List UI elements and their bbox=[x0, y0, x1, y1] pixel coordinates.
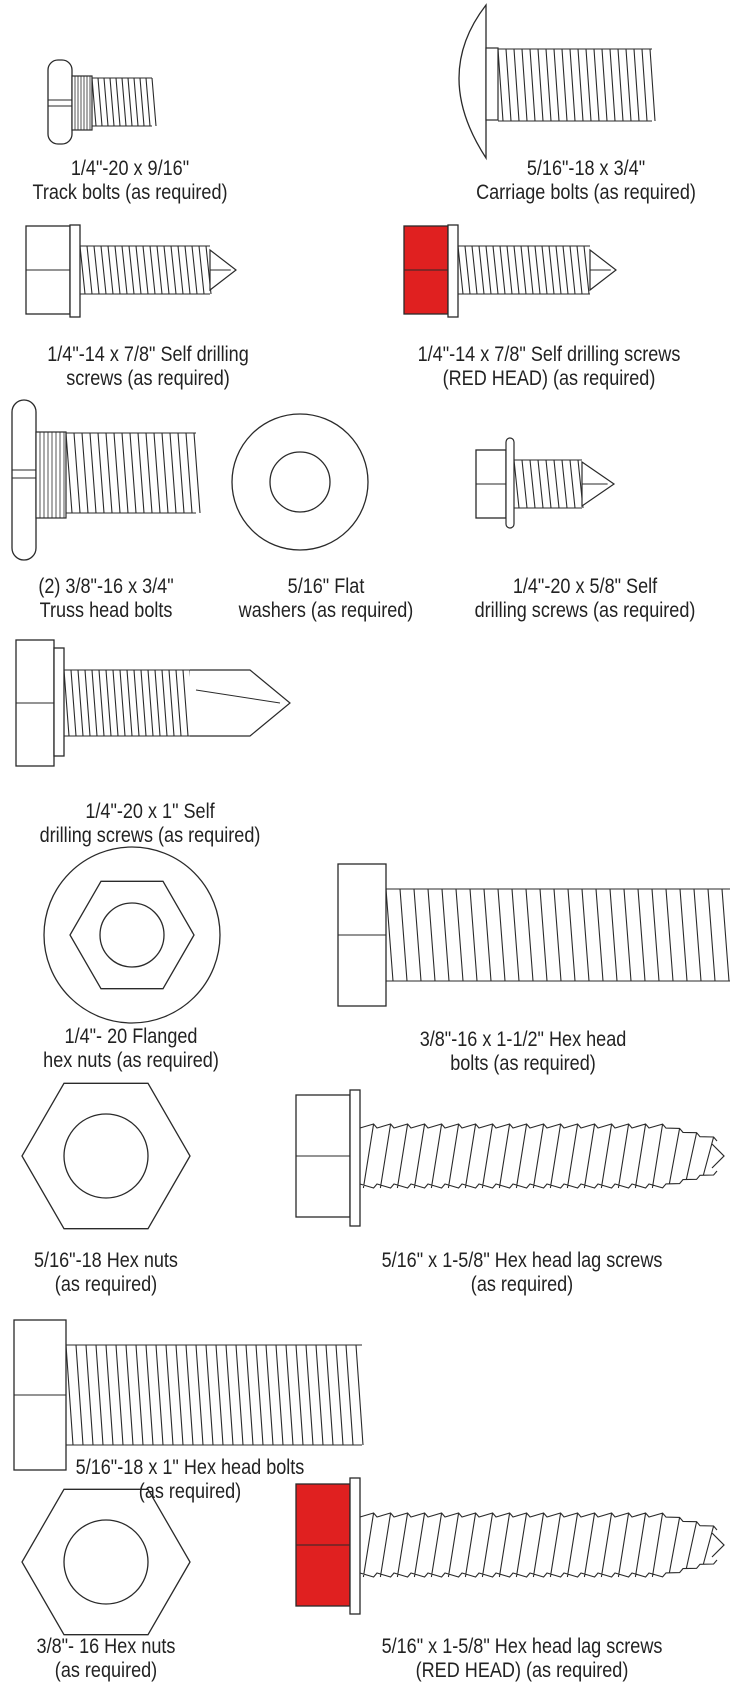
drill-flute bbox=[195, 689, 281, 704]
caption-line-2: screws (as required) bbox=[66, 367, 230, 390]
self-drilling-screw-small-icon bbox=[475, 437, 616, 529]
thread-lines bbox=[513, 459, 584, 509]
caption-line-2: (as required) bbox=[54, 1273, 158, 1296]
caption-line-2: drilling screws (as required) bbox=[474, 599, 696, 622]
caption-line-2: (as required) bbox=[54, 1659, 158, 1682]
washer-flange bbox=[447, 224, 459, 318]
caption-line-1: 1/4"-20 x 5/8" Self bbox=[512, 575, 658, 598]
caption-line-1: 5/16"-18 Hex nuts bbox=[34, 1249, 178, 1272]
hex-nut-large-icon bbox=[21, 1488, 191, 1636]
neck bbox=[35, 431, 67, 519]
caption-line-2: drilling screws (as required) bbox=[39, 824, 261, 847]
caption-line-1: (2) 3/8"-16 x 3/4" bbox=[38, 575, 174, 598]
caption-carriage-bolts: 5/16"-18 x 3/4" Carriage bolts (as requi… bbox=[460, 157, 711, 205]
caption-line-2: Carriage bolts (as required) bbox=[476, 181, 696, 204]
truss-head bbox=[11, 399, 37, 561]
caption-line-2: Track bolts (as required) bbox=[32, 181, 228, 204]
washer-flange bbox=[53, 647, 65, 757]
caption-flat-washers: 5/16" Flat washers (as required) bbox=[225, 575, 428, 623]
self-drilling-screw-long-icon bbox=[15, 639, 291, 767]
hex-head-bolt-long-icon bbox=[337, 863, 730, 1007]
washer-flange bbox=[349, 1477, 361, 1615]
caption-hex-head-bolts: 5/16"-18 x 1" Hex head bolts (as require… bbox=[44, 1456, 336, 1504]
caption-self-drilling-screws-small: 1/4"-20 x 5/8" Self drilling screws (as … bbox=[459, 575, 712, 623]
hex-head-lag-screw-icon bbox=[295, 1089, 725, 1227]
lag-point bbox=[711, 1532, 725, 1558]
washer-hole bbox=[269, 451, 331, 513]
lag-thread bbox=[359, 1123, 718, 1189]
caption-truss-head-bolts: (2) 3/8"-16 x 3/4" Truss head bolts bbox=[15, 575, 197, 623]
caption-line-1: 1/4"-14 x 7/8" Self drilling screws bbox=[417, 343, 681, 366]
caption-line-1: 1/4"-20 x 9/16" bbox=[70, 157, 190, 180]
drill-tip bbox=[190, 669, 291, 737]
nut-hole bbox=[63, 1519, 149, 1605]
caption-self-drilling-screws: 1/4"-14 x 7/8" Self drilling screws (as … bbox=[21, 343, 276, 391]
caption-red-head-lag-screws: 5/16" x 1-5/8" Hex head lag screws (RED … bbox=[345, 1635, 699, 1683]
caption-line-2: Truss head bolts bbox=[39, 599, 173, 622]
caption-hex-nuts-large: 3/8"- 16 Hex nuts (as required) bbox=[15, 1635, 197, 1683]
caption-line-1: 5/16"-18 x 1" Hex head bolts bbox=[75, 1456, 305, 1479]
caption-line-2: (as required) bbox=[138, 1480, 242, 1503]
flanged-hex-nut-icon bbox=[43, 846, 221, 1024]
slot bbox=[48, 99, 72, 107]
flat-washer-icon bbox=[231, 413, 369, 551]
thread-lines bbox=[457, 245, 590, 295]
red-head-self-drilling-screw-icon bbox=[403, 224, 617, 318]
washer-flange bbox=[69, 224, 81, 318]
caption-line-1: 1/4"-20 x 1" Self bbox=[85, 800, 215, 823]
slot bbox=[12, 469, 36, 479]
washer-flange bbox=[349, 1089, 361, 1227]
hex-head-bolt-icon bbox=[13, 1319, 364, 1471]
caption-line-1: 3/8"- 16 Hex nuts bbox=[36, 1635, 176, 1658]
track-bolt-icon bbox=[47, 59, 157, 145]
carriage-bolt-icon bbox=[458, 3, 656, 161]
hex-nut-icon bbox=[21, 1082, 191, 1230]
caption-hex-head-lag-screws: 5/16" x 1-5/8" Hex head lag screws (as r… bbox=[345, 1249, 699, 1297]
caption-line-1: 1/4"- 20 Flanged bbox=[64, 1025, 198, 1048]
caption-line-1: 5/16" x 1-5/8" Hex head lag screws bbox=[381, 1249, 663, 1272]
caption-line-1: 3/8"-16 x 1-1/2" Hex head bbox=[419, 1028, 627, 1051]
caption-hex-nuts: 5/16"-18 Hex nuts (as required) bbox=[15, 1249, 197, 1297]
caption-line-1: 5/16" x 1-5/8" Hex head lag screws bbox=[381, 1635, 663, 1658]
caption-self-drilling-screws-long: 1/4"-20 x 1" Self drilling screws (as re… bbox=[21, 800, 279, 848]
truss-head-bolt-icon bbox=[11, 399, 201, 561]
caption-line-2: (RED HEAD) (as required) bbox=[415, 1659, 629, 1682]
caption-track-bolts: 1/4"-20 x 9/16" Track bolts (as required… bbox=[18, 157, 242, 205]
caption-line-2: hex nuts (as required) bbox=[43, 1049, 219, 1072]
caption-line-2: washers (as required) bbox=[238, 599, 414, 622]
caption-line-2: bolts (as required) bbox=[450, 1052, 596, 1075]
nut-hole bbox=[63, 1113, 149, 1199]
thread-lines bbox=[385, 888, 730, 982]
thread-lines bbox=[63, 669, 196, 737]
caption-line-2: (as required) bbox=[470, 1273, 574, 1296]
lag-thread bbox=[359, 1512, 718, 1578]
square-neck bbox=[485, 47, 499, 121]
caption-flanged-hex-nuts: 1/4"- 20 Flanged hex nuts (as required) bbox=[18, 1025, 243, 1073]
thread-lines bbox=[65, 432, 201, 514]
lag-point bbox=[711, 1143, 725, 1169]
thread-lines bbox=[91, 77, 157, 127]
truss-head bbox=[47, 59, 73, 145]
caption-hex-head-bolts-long: 3/8"-16 x 1-1/2" Hex head bolts (as requ… bbox=[390, 1028, 657, 1076]
caption-line-1: 5/16"-18 x 3/4" bbox=[526, 157, 646, 180]
caption-line-1: 1/4"-14 x 7/8" Self drilling bbox=[47, 343, 249, 366]
nut-hole bbox=[99, 902, 165, 968]
caption-line-1: 5/16" Flat bbox=[287, 575, 365, 598]
red-head-lag-screw-icon bbox=[295, 1477, 725, 1615]
caption-line-2: (RED HEAD) (as required) bbox=[442, 367, 656, 390]
thread-lines bbox=[65, 1344, 364, 1446]
self-drilling-screw-icon bbox=[25, 224, 237, 318]
washer-flange bbox=[505, 437, 515, 529]
caption-red-head-self-drilling-screws: 1/4"-14 x 7/8" Self drilling screws (RED… bbox=[392, 343, 707, 391]
dome-head bbox=[458, 3, 487, 161]
thread-lines bbox=[497, 48, 656, 122]
thread-lines bbox=[79, 245, 212, 295]
